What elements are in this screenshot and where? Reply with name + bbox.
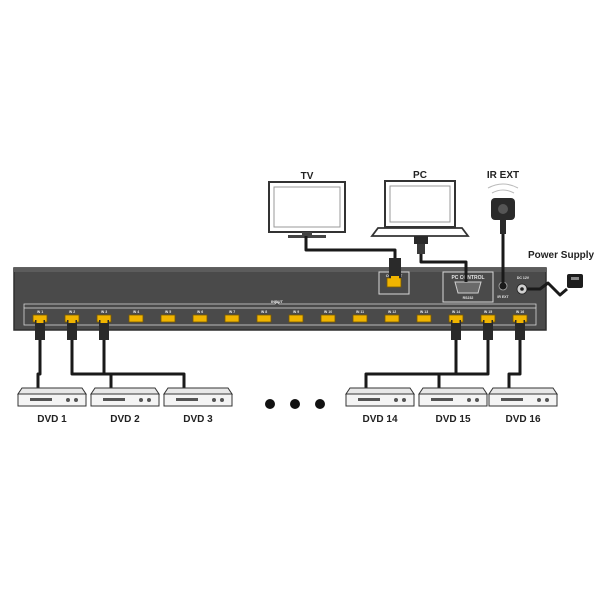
input-port-label: IN 6 [197, 310, 203, 314]
ir-port [498, 281, 508, 291]
input-port-label: IN 14 [452, 310, 460, 314]
power-cable [527, 281, 568, 297]
dvd-label: DVD 1 [37, 414, 67, 425]
dvd-label: DVD 14 [362, 414, 397, 425]
hdmi-plug [99, 320, 109, 340]
ir-ext-device: IR EXT [487, 170, 519, 234]
hdmi-cable [507, 322, 522, 392]
input-port-label: IN 4 [133, 310, 139, 314]
input-port-9: IN 9 [288, 310, 304, 323]
power-supply-label: Power Supply [528, 250, 595, 261]
dvd-player: DVD 15 [418, 318, 493, 425]
dvd-top [345, 387, 415, 395]
input-port-7: IN 7 [224, 310, 240, 323]
input-port-label: IN 11 [356, 310, 364, 314]
input-port-label: IN 10 [324, 310, 332, 314]
ir-port-label: IR EXT [497, 295, 509, 299]
dvd-player: DVD 16 [488, 318, 558, 425]
hdmi-port [384, 314, 400, 323]
ir-signal-icon [487, 183, 519, 189]
input-port-label: IN 7 [229, 310, 235, 314]
hdmi-plug [451, 320, 461, 340]
pc-control-label: PC CONTROL [451, 275, 484, 281]
input-port-label: IN 12 [388, 310, 396, 314]
hdmi-port [128, 314, 144, 323]
input-port-label: IN 15 [484, 310, 492, 314]
output-hdmi-plug [389, 258, 401, 278]
ellipsis [265, 399, 325, 409]
dvd-top [163, 387, 233, 395]
input-port-label: IN 8 [261, 310, 267, 314]
ir-ext-label: IR EXT [487, 170, 519, 181]
input-port-label: IN 3 [101, 310, 107, 314]
dvd-top [488, 387, 558, 395]
tv-device: TV [268, 171, 346, 238]
hdmi-cable [102, 322, 186, 392]
dvd-top [17, 387, 87, 395]
hdmi-port [352, 314, 368, 323]
hdmi-plug [515, 320, 525, 340]
pc-control-frame [442, 271, 494, 303]
input-port-8: IN 8 [256, 310, 272, 323]
tv-label: TV [301, 171, 314, 182]
rs232-port [454, 281, 482, 294]
hdmi-port [256, 314, 272, 323]
dvd-top [418, 387, 488, 395]
dvd-sources: DVD 1 DVD 2 DVD 3 DVD 14 DVD 15 DVD 16 [17, 318, 558, 425]
rs232-plug-top [414, 236, 428, 244]
hdmi-port [224, 314, 240, 323]
hdmi-port [416, 314, 432, 323]
input-port-label: IN 2 [69, 310, 75, 314]
dvd-player: DVD 14 [345, 318, 461, 425]
input-port-6: IN 6 [192, 310, 208, 323]
hdmi-port [320, 314, 336, 323]
dc-label: DC 12V [517, 276, 530, 280]
dvd-label: DVD 15 [435, 414, 470, 425]
input-label: INPUT [271, 299, 284, 304]
rs232-label: RS232 [463, 296, 474, 300]
dvd-player: DVD 2 [67, 318, 160, 425]
input-port-label: IN 16 [516, 310, 524, 314]
input-port-13: IN 13 [416, 310, 432, 323]
dvd-label: DVD 16 [505, 414, 540, 425]
input-port-10: IN 10 [320, 310, 336, 323]
hdmi-port [288, 314, 304, 323]
input-port-label: IN 1 [37, 310, 43, 314]
rs232-cable [419, 254, 468, 282]
pc-label: PC [413, 170, 427, 181]
input-port-5: IN 5 [160, 310, 176, 323]
input-port-11: IN 11 [352, 310, 368, 323]
dvd-player: DVD 3 [99, 318, 233, 425]
cables [304, 234, 568, 297]
dvd-top [90, 387, 160, 395]
input-port-label: IN 5 [165, 310, 171, 314]
input-port-4: IN 4 [128, 310, 144, 323]
hdmi-cable [70, 322, 113, 392]
hdmi-plug [35, 320, 45, 340]
dvd-label: DVD 2 [110, 414, 140, 425]
input-port-label: IN 9 [293, 310, 299, 314]
hdmi-cable [437, 322, 490, 392]
power-supply: Power Supply [528, 250, 595, 288]
input-port-label: IN 13 [420, 310, 428, 314]
hdmi-cable [36, 322, 42, 392]
tv-hdmi-cable [304, 236, 397, 260]
power-adapter-icon [567, 274, 583, 288]
hdmi-port [192, 314, 208, 323]
hdmi-cable [364, 322, 458, 392]
hdmi-plug [483, 320, 493, 340]
hdmi-plug [67, 320, 77, 340]
hdmi-port [160, 314, 176, 323]
dvd-player: DVD 1 [17, 318, 87, 425]
dvd-label: DVD 3 [183, 414, 213, 425]
input-port-12: IN 12 [384, 310, 400, 323]
pc-device: PC [370, 170, 470, 237]
laptop-keyboard [370, 227, 470, 237]
input-frame [23, 307, 537, 326]
input-bracket [23, 301, 537, 308]
